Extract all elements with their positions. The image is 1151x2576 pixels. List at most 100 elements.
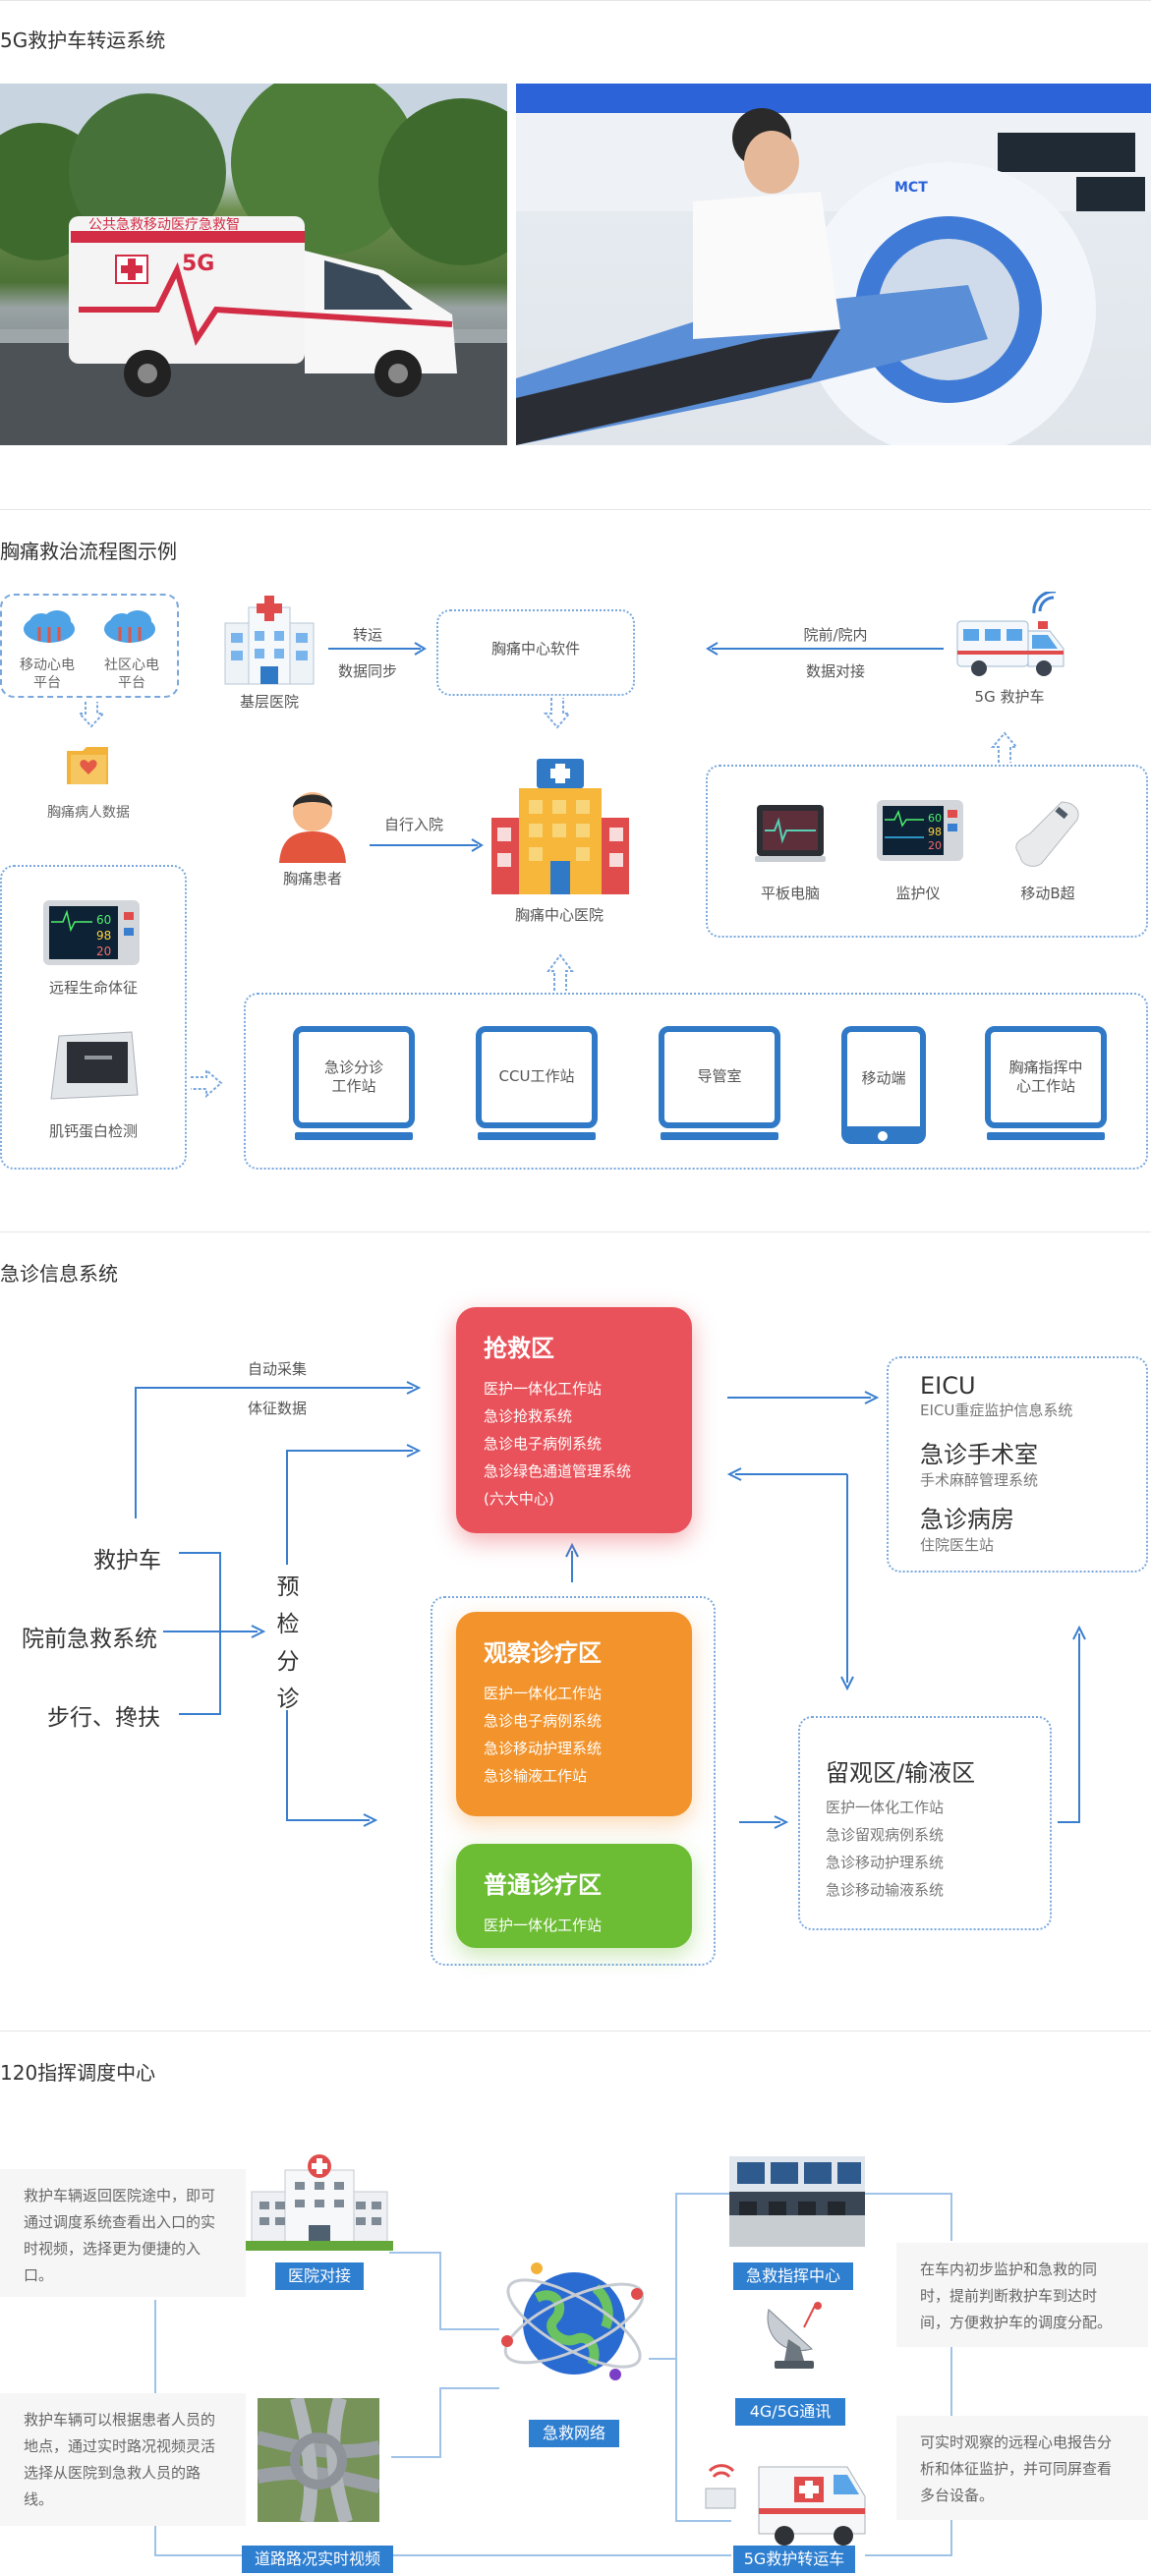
cloud-icon [104, 610, 155, 643]
ct-mct-label: MCT [894, 180, 928, 196]
troponin-label: 肌钙蛋白检测 [48, 1122, 138, 1140]
hollow-arrow-down-icon [77, 702, 106, 728]
troponin-analyzer-icon [50, 1031, 139, 1100]
transport-label: 转运 [352, 626, 382, 644]
ambulance-5g-badge: 5G [182, 252, 214, 276]
hollow-arrow-up-icon [990, 731, 1019, 763]
svg-text:98: 98 [928, 826, 942, 838]
patient-icon [279, 792, 346, 863]
mobile-devices-box [706, 765, 1148, 938]
svg-text:20: 20 [928, 839, 942, 852]
self-admit-label: 自行入院 [383, 816, 443, 833]
prehospital-label: 院前/院内 [803, 626, 868, 644]
cloud-icon [24, 610, 75, 643]
data-sync-label: 数据同步 [337, 662, 397, 680]
observation-zone: 观察诊疗区 医护一体化工作站 急诊电子病例系统 急诊移动护理系统 急诊输液工作站 [456, 1612, 692, 1816]
road-interchange-icon [258, 2398, 379, 2522]
triage-label: 预检分诊 [276, 1574, 300, 1712]
source-prehospital: 院前急救系统 [22, 1627, 157, 1652]
section-title-ambulance: 5G救护车转运系统 [0, 29, 166, 52]
divider [0, 509, 1151, 510]
er-operating-room-block: 急诊手术室 手术麻醉管理系统 [920, 1441, 1039, 1489]
general-clinic-zone: 普通诊疗区 医护一体化工作站 [456, 1844, 692, 1948]
hollow-arrow-right-icon [191, 1067, 223, 1099]
divider [0, 0, 1151, 1]
divider [0, 2031, 1151, 2032]
ultrasound-probe-icon [1015, 801, 1079, 867]
workstations-box [244, 993, 1148, 1170]
svg-text:60: 60 [928, 812, 942, 825]
patient-data-label: 胸痛病人数据 [47, 805, 130, 821]
section-title-chest-pain: 胸痛救治流程图示例 [0, 540, 177, 563]
command-center-tag: 急救指挥中心 [733, 2262, 853, 2290]
eicu-block: EICU EICU重症监护信息系统 [920, 1372, 1073, 1419]
hollow-arrow-down-icon [543, 698, 572, 729]
arrow-left-icon [706, 642, 944, 656]
vital-monitor-icon: 60 98 20 [43, 900, 140, 965]
mobile-ecg-label: 移动心电 平台 [20, 658, 75, 692]
hospital-docking-tag: 医院对接 [275, 2262, 364, 2290]
section-title-dispatch: 120指挥调度中心 [0, 2061, 156, 2085]
mobile-ultrasound-label: 移动B超 [1020, 885, 1075, 902]
section-title-emergency: 急诊信息系统 [0, 1262, 118, 1286]
cath-lab-workstation: 导管室 [659, 1026, 780, 1128]
ambulance-icon [956, 592, 1065, 676]
svg-text:60: 60 [96, 913, 111, 927]
vital-data-label: 体征数据 [247, 1400, 307, 1417]
patient-monitor-icon: 60 98 20 [877, 800, 963, 861]
community-ecg-label: 社区心电 平台 [104, 658, 159, 692]
monitor-base [987, 1132, 1105, 1140]
er-flow-lines [135, 1381, 1086, 1829]
ct-scan-photo: MCT [516, 84, 1151, 445]
vital-signs-label: 远程生命体征 [48, 979, 138, 997]
emergency-network-tag: 急救网络 [529, 2420, 619, 2447]
arrow-right-icon [370, 838, 484, 852]
hollow-arrow-up-icon [547, 953, 574, 991]
software-label: 胸痛中心软件 [490, 640, 580, 658]
remote-devices-box [0, 865, 187, 1170]
folder-icon [67, 747, 108, 784]
data-connect-label: 数据对接 [805, 662, 865, 680]
remote-ecg-note: 可实时观察的远程心电报告分析和体征监护，并可同屏查看多台设备。 [896, 2416, 1148, 2520]
ccu-workstation: CCU工作站 [476, 1026, 598, 1128]
monitor-base [295, 1132, 413, 1140]
5g-ambulance-label: 5G 救护车 [974, 688, 1045, 706]
svg-text:98: 98 [96, 929, 111, 943]
5g-ambulance-icon [705, 2464, 866, 2546]
triage-workstation: 急诊分诊 工作站 [293, 1026, 415, 1128]
auto-collect-label: 自动采集 [247, 1360, 307, 1378]
home-button-icon [878, 1131, 888, 1141]
rescue-zone: 抢救区 医护一体化工作站 急诊抢救系统 急诊电子病例系统 急诊绿色通道管理系统 … [456, 1307, 692, 1533]
command-center-icon [729, 2156, 865, 2247]
globe-network-icon [501, 2262, 645, 2380]
mobile-terminal: 移动端 [841, 1026, 926, 1144]
divider [0, 1231, 1151, 1232]
satellite-dish-icon [767, 2302, 822, 2369]
tablet-label: 平板电脑 [760, 885, 820, 902]
icu-box [887, 1356, 1148, 1573]
patient-label: 胸痛患者 [282, 870, 342, 887]
svg-text:20: 20 [96, 945, 111, 958]
ambulance-photo: 公共急救移动医疗急救智 5G [0, 84, 507, 445]
monitor-base [661, 1132, 778, 1140]
arrow-right-icon [328, 642, 427, 656]
er-ward-block: 急诊病房 住院医生站 [920, 1506, 1014, 1554]
chest-pain-hospital-label: 胸痛中心医院 [514, 906, 604, 924]
5g-transfer-ambulance-tag: 5G救护转运车 [733, 2546, 855, 2573]
ambulance-side-text: 公共急救移动医疗急救智 [88, 217, 240, 233]
ecg-platform-box [0, 594, 179, 698]
source-ambulance: 救护车 [93, 1548, 161, 1574]
clinic-zone-box [431, 1596, 716, 1966]
4g-5g-comm-tag: 4G/5G通讯 [735, 2398, 845, 2426]
in-vehicle-care-note: 在车内初步监护和急救的同时，提前判断救护车到达时间，方便救护车的调度分配。 [896, 2243, 1148, 2347]
observation-infusion-box [798, 1716, 1052, 1930]
route-selection-note: 救护车辆可以根据患者人员的地点，通过实时路况视频灵活选择从医院到急救人员的路线。 [0, 2393, 246, 2526]
hospital-entrance-note: 救护车辆返回医院途中，即可通过调度系统查看出入口的实时视频，选择更为便捷的入口。 [0, 2169, 246, 2297]
hospital-building-icon [224, 596, 315, 685]
command-center-workstation: 胸痛指挥中 心工作站 [985, 1026, 1107, 1128]
base-hospital-label: 基层医院 [239, 693, 299, 711]
observation-infusion-block: 留观区/输液区 医护一体化工作站 急诊留观病例系统 急诊移动护理系统 急诊移动输… [826, 1759, 976, 1899]
road-video-tag: 道路路况实时视频 [242, 2546, 393, 2573]
dispatch-lines [154, 2193, 952, 2556]
hospital-icon [246, 2154, 393, 2251]
